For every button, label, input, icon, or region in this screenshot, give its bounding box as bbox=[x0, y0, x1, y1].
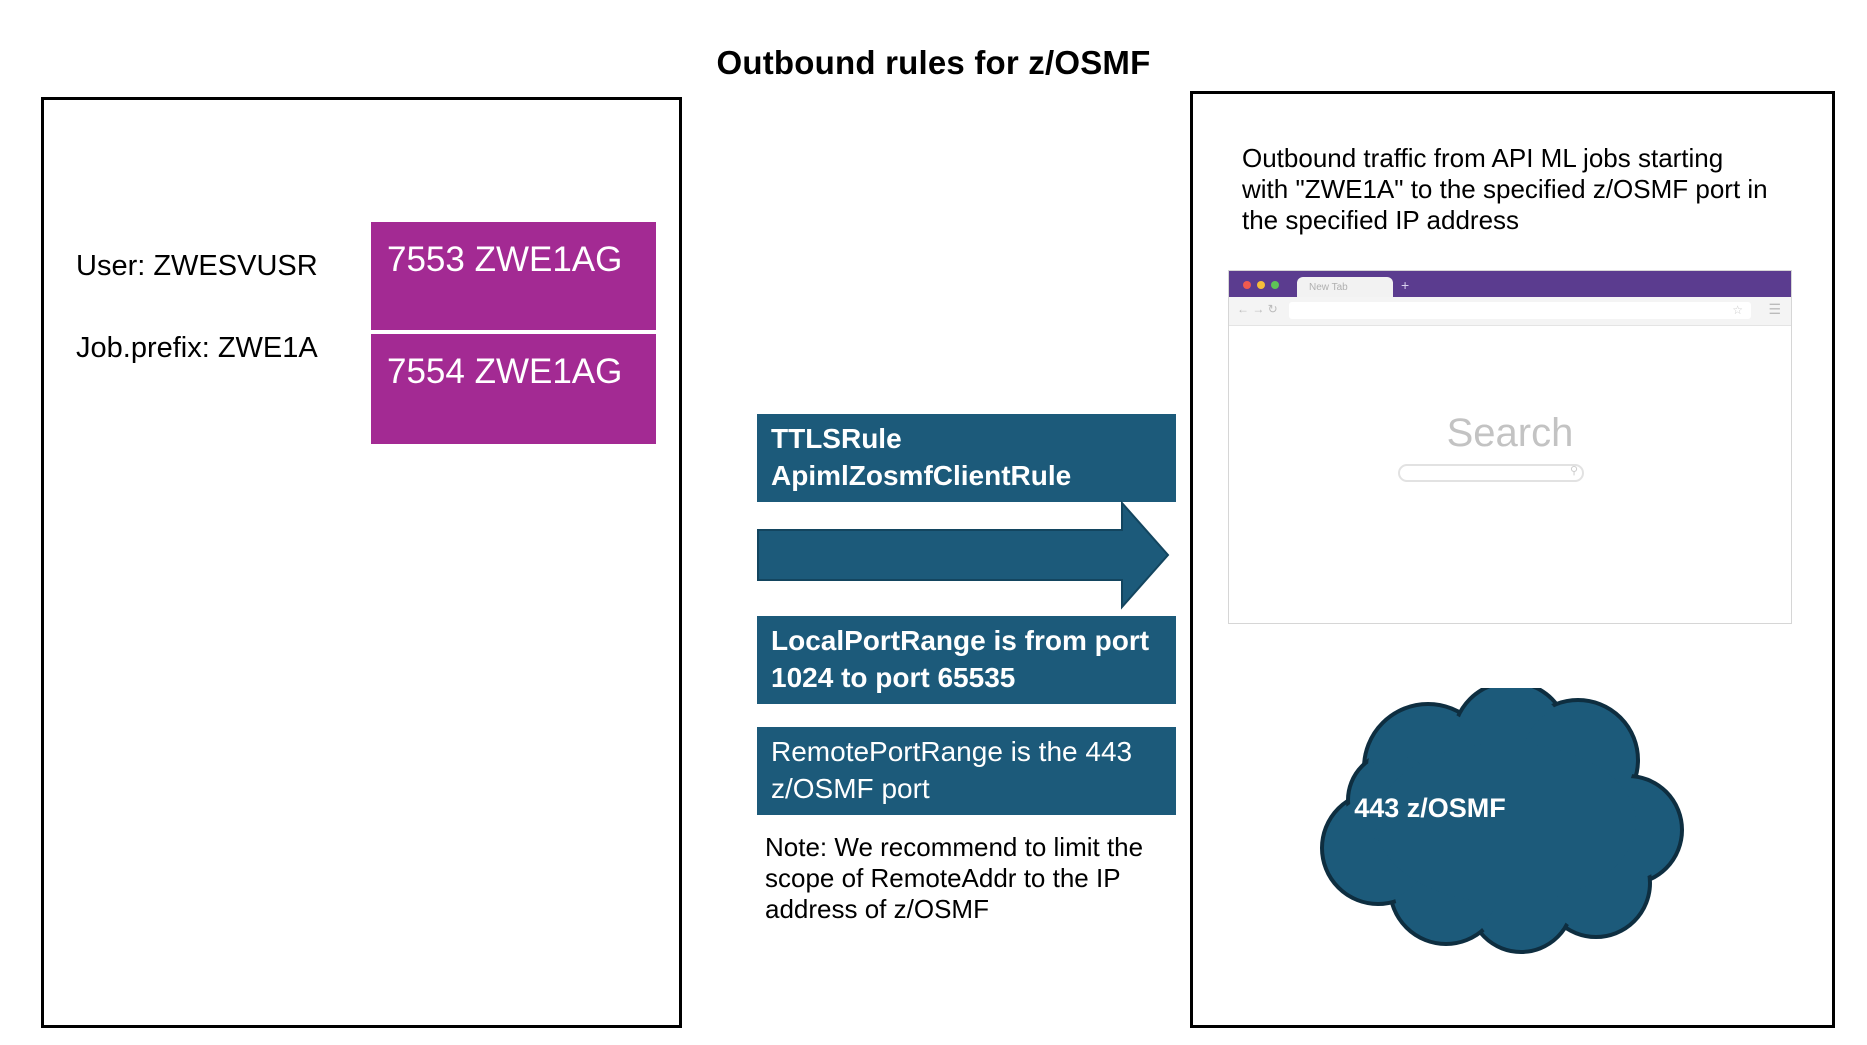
remote-port-range-line1: RemotePortRange is the 443 bbox=[771, 736, 1133, 767]
user-label: User: ZWESVUSR bbox=[76, 250, 318, 282]
bookmark-star-icon: ☆ bbox=[1732, 303, 1743, 317]
local-port-range-box: LocalPortRange is from port 1024 to port… bbox=[757, 616, 1176, 704]
remote-port-range-line2: z/OSMF port bbox=[771, 773, 930, 804]
new-tab-plus-icon: + bbox=[1401, 277, 1410, 293]
flow-arrow bbox=[757, 500, 1170, 610]
note-line1: Note: We recommend to limit the bbox=[765, 832, 1144, 862]
local-port-range-line1: LocalPortRange is from port bbox=[771, 625, 1150, 656]
window-maximize-dot bbox=[1271, 281, 1279, 289]
note-line2: scope of RemoteAddr to the IP bbox=[765, 863, 1121, 893]
nav-arrows-icon: ← → ↻ bbox=[1237, 302, 1278, 316]
diagram-title: Outbound rules for z/OSMF bbox=[716, 44, 1151, 81]
search-icon: ⚲ bbox=[1569, 465, 1578, 477]
browser-tab: New Tab bbox=[1297, 277, 1393, 297]
browser-tab-bar: New Tab + bbox=[1229, 271, 1791, 297]
target-description-line2: with "ZWE1A" to the specified z/OSMF por… bbox=[1242, 174, 1768, 204]
flow-arrow-shape bbox=[757, 500, 1170, 610]
ttls-rule-label: TTLSRule bbox=[771, 423, 902, 454]
recommendation-note: Note: We recommend to limit the scope of… bbox=[765, 832, 1185, 925]
zosmf-cloud bbox=[1320, 688, 1684, 954]
ttls-rule-box: TTLSRule ApimlZosmfClientRule bbox=[757, 414, 1176, 502]
job-prefix-label: Job.prefix: ZWE1A bbox=[76, 332, 318, 364]
window-close-dot bbox=[1243, 281, 1251, 289]
search-heading: Search bbox=[1446, 411, 1574, 455]
window-minimize-dot bbox=[1257, 281, 1265, 289]
browser-menu-icon: ☰ bbox=[1768, 301, 1781, 317]
browser-address-row: ← → ↻ ☆ ☰ bbox=[1229, 297, 1791, 326]
note-line3: address of z/OSMF bbox=[765, 894, 989, 924]
job-box-7554: 7554 ZWE1AG bbox=[371, 334, 656, 444]
local-port-range-line2: 1024 to port 65535 bbox=[771, 662, 1016, 693]
search-field: ⚲ bbox=[1398, 464, 1584, 482]
remote-port-range-box: RemotePortRange is the 443 z/OSMF port bbox=[757, 727, 1176, 815]
job-box-7553: 7553 ZWE1AG bbox=[371, 222, 656, 330]
target-description-line1: Outbound traffic from API ML jobs starti… bbox=[1242, 143, 1724, 173]
browser-illustration: New Tab + ← → ↻ ☆ ☰ Search ⚲ bbox=[1228, 270, 1792, 624]
cloud-label: 443 z/OSMF bbox=[1354, 793, 1506, 823]
target-description-line3: the specified IP address bbox=[1242, 205, 1520, 235]
browser-address-bar bbox=[1289, 302, 1751, 319]
target-description: Outbound traffic from API ML jobs starti… bbox=[1242, 143, 1822, 236]
ttls-rule-name: ApimlZosmfClientRule bbox=[771, 460, 1072, 491]
